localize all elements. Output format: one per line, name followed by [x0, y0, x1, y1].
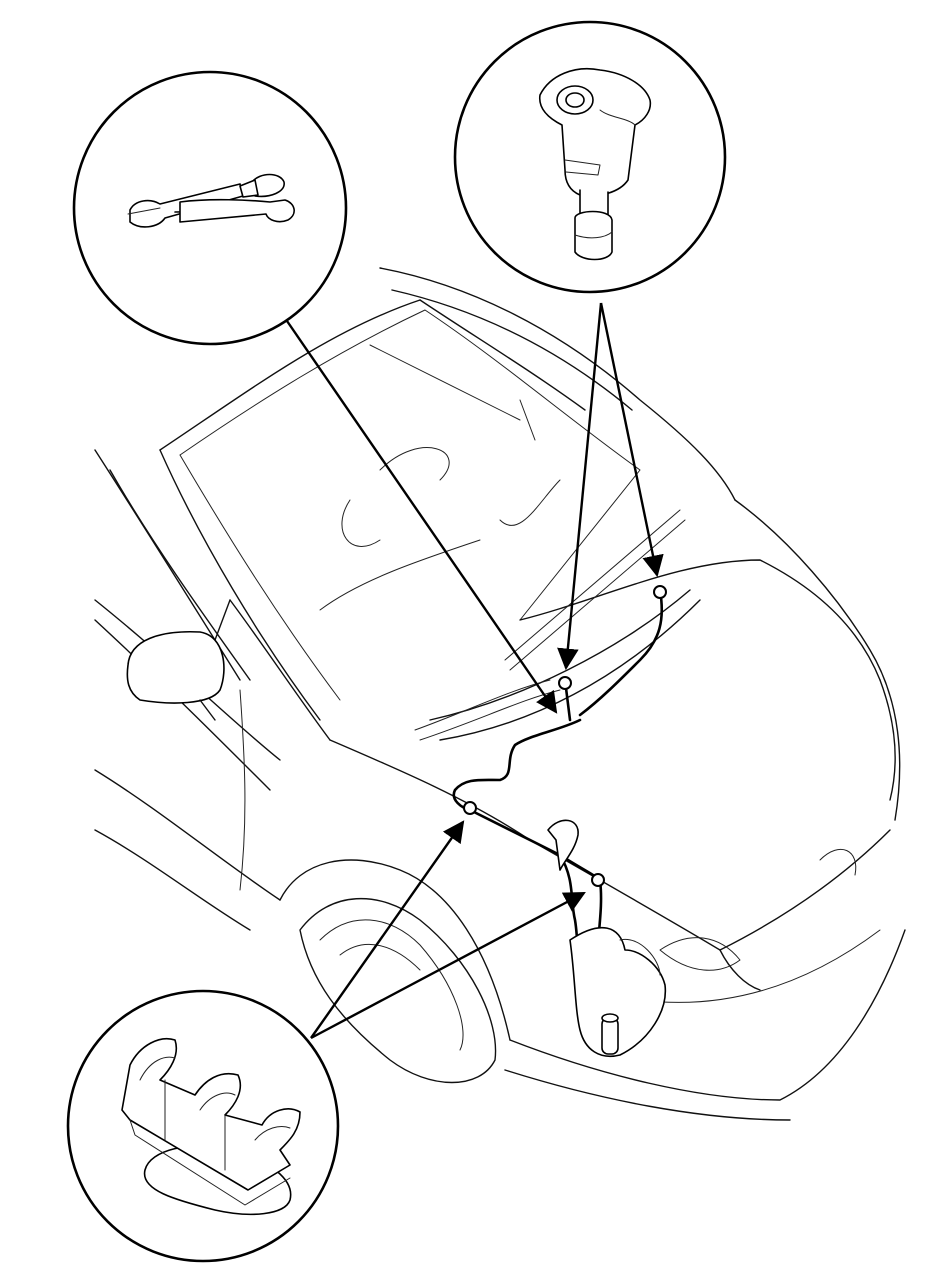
washer-reservoir [547, 819, 667, 1057]
clip-location-lower [591, 873, 605, 887]
hose-clip-icon [121, 1038, 301, 1216]
washer-hose-routing [452, 588, 664, 1012]
leader-lines [286, 302, 664, 1040]
clip-location-upper [463, 801, 477, 815]
car-body [94, 267, 906, 1121]
nozzle-location-right [653, 585, 667, 599]
hose-joint-icon [127, 173, 295, 228]
callout-hose-joint [72, 70, 348, 346]
callout-hose-clip [66, 989, 340, 1263]
nozzle-location-left [558, 676, 572, 690]
callout-washer-nozzle [453, 20, 727, 294]
washer-nozzle-icon [538, 68, 652, 261]
